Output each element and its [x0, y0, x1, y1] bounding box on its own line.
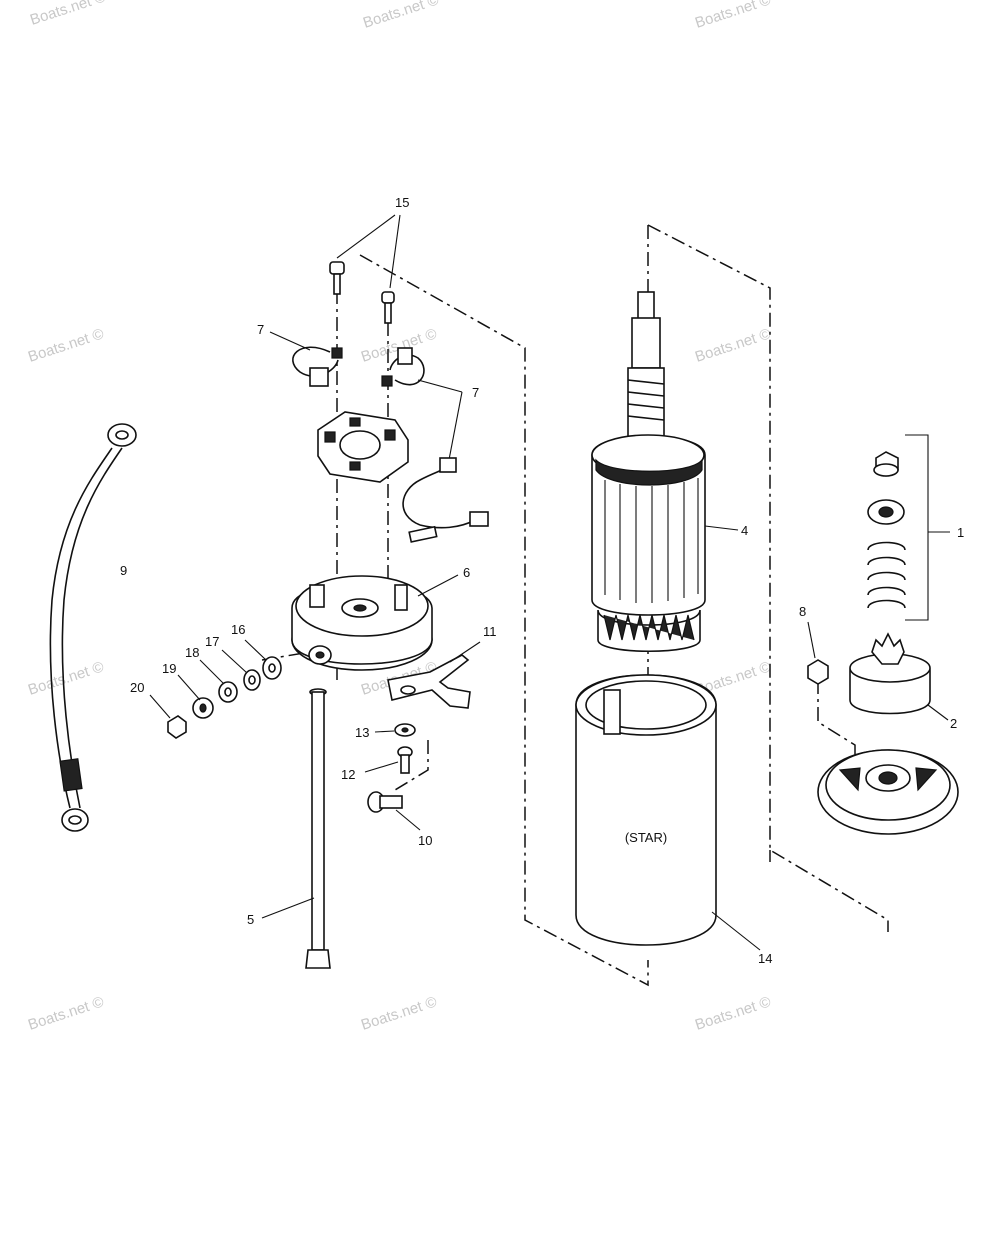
part-9-cable [49, 423, 137, 832]
part-13-washer [374, 723, 416, 737]
part-14-frame: (STAR) [575, 674, 761, 951]
callout-7a: 7 [257, 322, 264, 337]
callout-2: 2 [950, 716, 957, 731]
part-15-screws [329, 214, 401, 324]
callout-12: 12 [341, 767, 355, 782]
callout-9: 9 [120, 563, 127, 578]
watermark: Boats.net © [359, 993, 439, 1033]
watermark: Boats.net © [26, 658, 106, 698]
callout-15: 15 [395, 195, 409, 210]
part-7-brush-springs [269, 331, 463, 466]
brush-leads [402, 457, 489, 543]
callout-6: 6 [463, 565, 470, 580]
part-8-nut [807, 621, 829, 685]
part-11-bracket [387, 641, 481, 709]
part-4-armature [591, 291, 739, 653]
callout-7b: 7 [472, 385, 479, 400]
callout-11: 11 [483, 624, 497, 639]
part-2-pinion [849, 632, 949, 721]
part-5-through-bolt [261, 688, 331, 969]
callout-13: 13 [355, 725, 369, 740]
watermark: Boats.net © [28, 0, 108, 29]
parts-16-20-hardware [149, 639, 282, 739]
part-12-screw [364, 746, 413, 774]
callout-8: 8 [799, 604, 806, 619]
brush-holder [317, 411, 409, 483]
callouts: 1 2 4 5 6 7 7 8 9 10 11 12 13 14 15 16 1… [120, 195, 964, 966]
part-6-end-cap [291, 574, 459, 671]
callout-1: 1 [957, 525, 964, 540]
centerlines [261, 290, 856, 791]
drive-end-housing [817, 749, 959, 835]
callout-17: 17 [205, 634, 219, 649]
callout-4: 4 [741, 523, 748, 538]
callout-18: 18 [185, 645, 199, 660]
watermark: Boats.net © [26, 993, 106, 1033]
callout-10: 10 [418, 833, 432, 848]
callout-19: 19 [162, 661, 176, 676]
callout-14: 14 [758, 951, 772, 966]
callout-5: 5 [247, 912, 254, 927]
frame-label: (STAR) [625, 830, 667, 845]
part-10-bolt [367, 791, 421, 831]
watermark: Boats.net © [693, 325, 773, 365]
callout-16: 16 [231, 622, 245, 637]
part-1-drive-kit [867, 434, 950, 621]
watermark: Boats.net © [693, 993, 773, 1033]
watermark: Boats.net © [361, 0, 441, 32]
callout-20: 20 [130, 680, 144, 695]
watermark: Boats.net © [26, 325, 106, 365]
watermark: Boats.net © [693, 0, 773, 32]
